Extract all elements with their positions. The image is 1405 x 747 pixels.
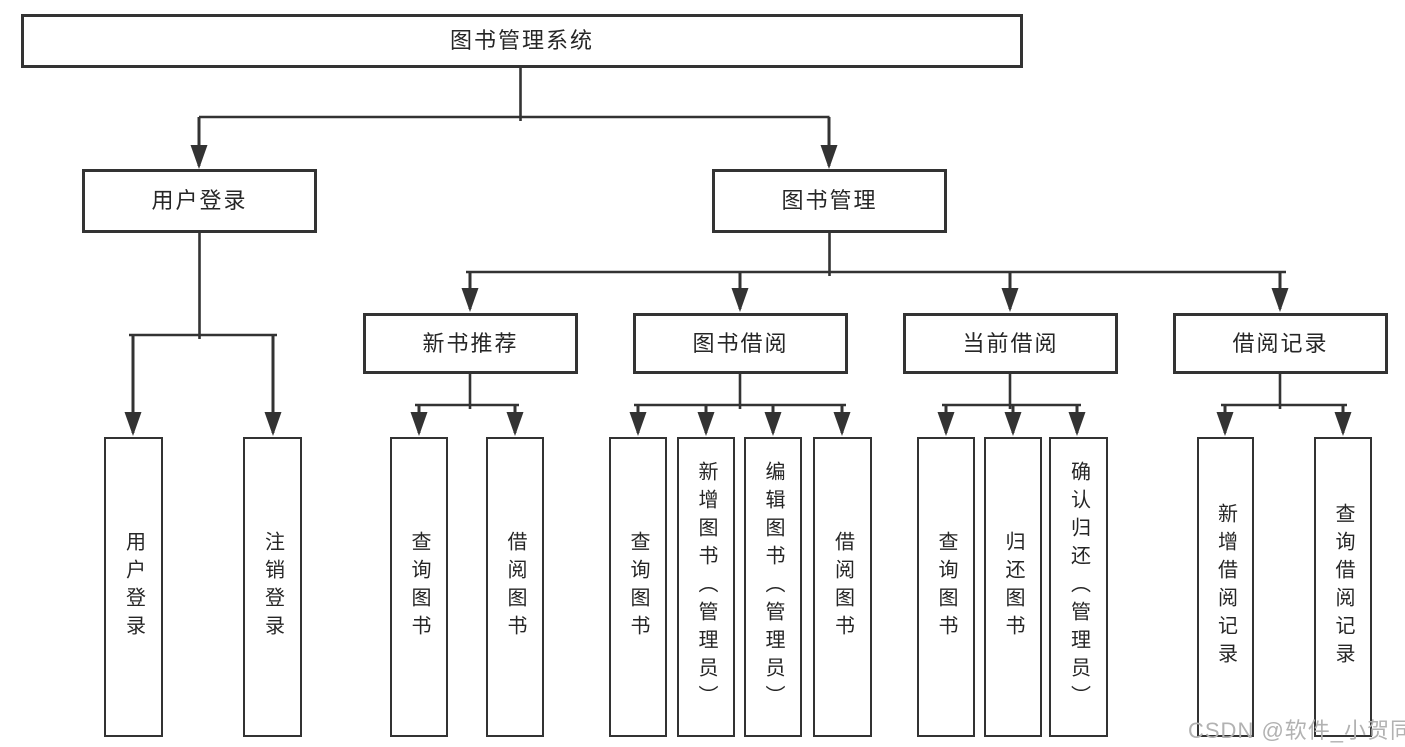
node-label: 查询图书	[935, 531, 957, 643]
node-label: 图书管理	[781, 188, 878, 213]
node-label: 归还图书	[1002, 531, 1024, 643]
node-label: 确认归还（管理员）	[1067, 461, 1090, 713]
leaf-borrow-books-recommend: 借阅图书	[486, 437, 544, 737]
node-library-system: 图书管理系统	[21, 14, 1023, 68]
node-label: 新书推荐	[422, 330, 519, 356]
node-label: 用户登录	[151, 188, 248, 213]
leaf-borrow-books: 借阅图书	[813, 437, 872, 737]
leaf-logout: 注销登录	[243, 437, 302, 737]
node-label: 注销登录	[261, 531, 284, 643]
node-book-borrow: 图书借阅	[633, 313, 848, 374]
node-new-book-recommend: 新书推荐	[363, 313, 578, 374]
leaf-query-books-borrow: 查询图书	[609, 437, 667, 737]
watermark-text: CSDN @软件_小贺同学	[1188, 718, 1405, 743]
node-label: 用户登录	[122, 531, 145, 643]
node-label: 查询图书	[627, 531, 649, 643]
node-label: 图书管理系统	[449, 28, 594, 53]
node-label: 查询借阅记录	[1332, 503, 1354, 671]
leaf-return-book: 归还图书	[984, 437, 1042, 737]
leaf-add-borrow-record: 新增借阅记录	[1197, 437, 1254, 737]
node-label: 当前借阅	[962, 330, 1059, 356]
node-current-borrow: 当前借阅	[903, 313, 1118, 374]
leaf-confirm-return-admin: 确认归还（管理员）	[1049, 437, 1108, 737]
node-user-login: 用户登录	[82, 169, 317, 233]
node-label: 查询图书	[408, 531, 430, 643]
node-book-management: 图书管理	[712, 169, 947, 233]
leaf-query-borrow-record: 查询借阅记录	[1314, 437, 1372, 737]
node-label: 借阅图书	[504, 531, 526, 643]
node-label: 图书借阅	[692, 330, 789, 356]
node-label: 新增借阅记录	[1214, 503, 1237, 671]
node-borrow-records: 借阅记录	[1173, 313, 1388, 374]
leaf-user-login: 用户登录	[104, 437, 163, 737]
node-label: 新增图书（管理员）	[695, 461, 717, 713]
node-label: 借阅图书	[831, 531, 854, 643]
leaf-edit-book-admin: 编辑图书（管理员）	[744, 437, 802, 737]
node-label: 借阅记录	[1232, 330, 1329, 356]
leaf-query-books-recommend: 查询图书	[390, 437, 448, 737]
leaf-add-book-admin: 新增图书（管理员）	[677, 437, 735, 737]
leaf-query-books-current: 查询图书	[917, 437, 975, 737]
node-label: 编辑图书（管理员）	[762, 461, 784, 713]
